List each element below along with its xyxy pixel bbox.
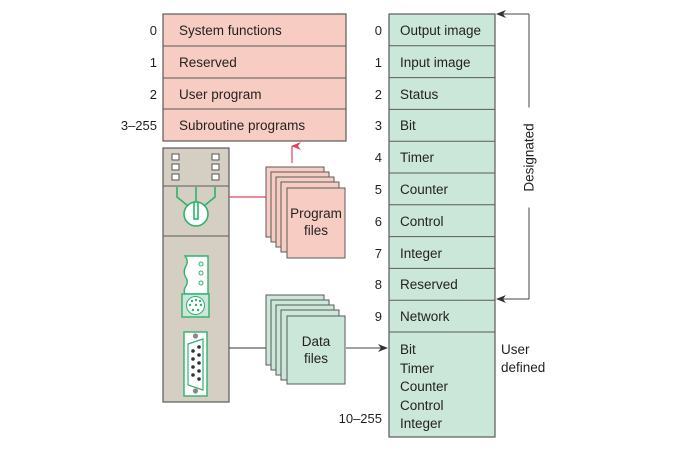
program-file-index: 2 — [149, 87, 157, 102]
program-files-label: Program files — [287, 205, 345, 239]
program-files-label-line1: Program — [290, 206, 342, 221]
user-defined-item: Bit — [400, 342, 416, 357]
user-defined-label: User defined — [501, 341, 545, 377]
user-defined-index: 10–255 — [338, 411, 382, 426]
terminal-connector-icon — [183, 255, 209, 295]
data-file-index: 1 — [374, 54, 382, 70]
data-file-index: 8 — [374, 277, 382, 293]
user-defined-item: Timer — [400, 360, 434, 376]
program-files-stack — [265, 166, 346, 259]
program-file-label: User program — [179, 87, 262, 102]
data-file-label: Output image — [400, 23, 482, 38]
data-file-table — [388, 13, 496, 438]
program-file-index: 3–255 — [120, 118, 157, 133]
db9-serial-port-icon — [183, 331, 208, 397]
user-defined-label-line1: User — [501, 342, 530, 357]
program-file-label: Subroutine programs — [179, 118, 306, 133]
designated-label: Designated — [521, 107, 537, 208]
user-defined-item: Counter — [400, 379, 449, 394]
program-files-label-line2: files — [303, 223, 328, 238]
data-file-label: Counter — [400, 182, 449, 197]
data-file-index: 9 — [374, 309, 382, 325]
data-file-index: 4 — [374, 150, 382, 166]
user-defined-items: Bit Timer Counter Control Integer — [400, 341, 448, 434]
keyswitch-icon — [176, 187, 216, 227]
data-file-index: 0 — [374, 23, 382, 38]
data-file-index: 7 — [374, 245, 382, 261]
program-file-label: System functions — [179, 23, 282, 38]
data-files-label: Data files — [287, 333, 345, 367]
data-files-label-line1: Data — [301, 334, 331, 349]
program-file-table — [162, 13, 347, 142]
data-files-stack — [265, 294, 346, 385]
data-file-label: Timer — [400, 150, 434, 166]
user-defined-item: Integer — [400, 416, 443, 431]
data-file-label: Bit — [400, 118, 416, 134]
program-file-index: 0 — [149, 23, 157, 38]
data-file-index: 5 — [374, 182, 382, 197]
data-file-label: Input image — [400, 54, 471, 70]
program-file-index: 1 — [149, 55, 157, 70]
program-file-label: Reserved — [179, 55, 237, 70]
status-led-icons — [171, 153, 220, 181]
data-files-label-line2: files — [303, 351, 328, 366]
data-file-label: Reserved — [400, 277, 458, 293]
data-file-index: 6 — [374, 213, 382, 229]
user-defined-item: Control — [400, 397, 444, 413]
data-file-index: 2 — [374, 86, 382, 102]
designated-bracket — [496, 10, 530, 303]
plc-processor — [162, 147, 230, 403]
data-file-label: Network — [400, 309, 450, 325]
user-defined-label-line2: defined — [501, 360, 546, 375]
data-file-index: 3 — [374, 118, 382, 134]
mini-din-port-icon — [181, 293, 210, 318]
data-file-label: Control — [400, 213, 444, 229]
data-file-label: Status — [400, 86, 439, 102]
data-file-label: Integer — [400, 245, 443, 261]
